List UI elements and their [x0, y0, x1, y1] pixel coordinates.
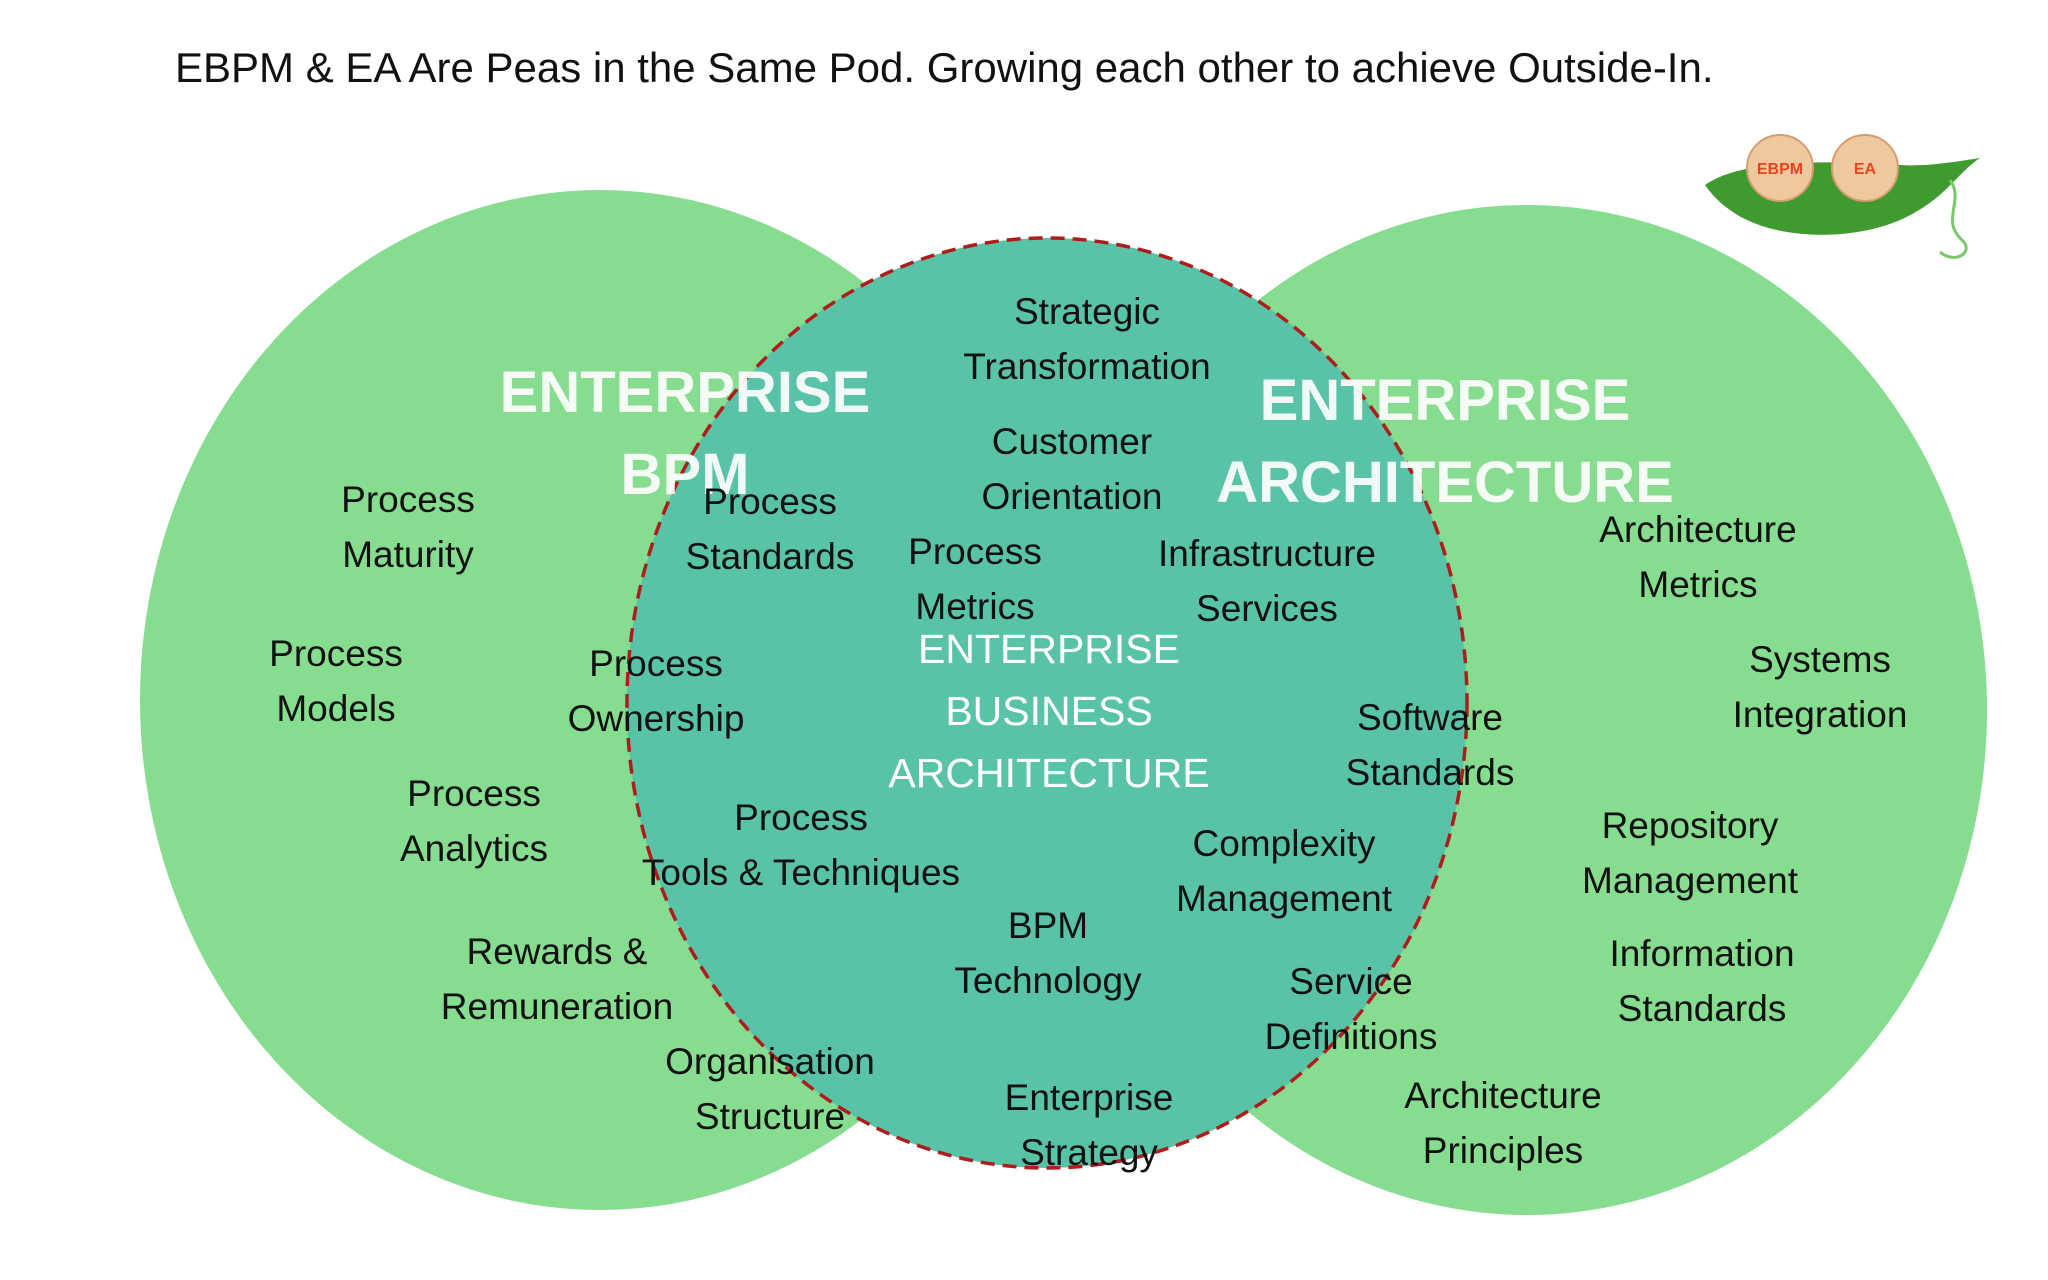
- label-rewards-remuneration-line-1: Rewards &: [466, 931, 648, 972]
- label-complexity-management-line-1: Complexity: [1192, 823, 1376, 864]
- heading-enterprise-business-architecture-line-3: ARCHITECTURE: [888, 750, 1210, 796]
- label-architecture-metrics-line-1: Architecture: [1599, 509, 1797, 550]
- label-repository-management-line-1: Repository: [1601, 805, 1779, 846]
- label-process-ownership-line-2: Ownership: [567, 698, 745, 739]
- label-strategic-transformation-line-1: Strategic: [1013, 291, 1160, 332]
- label-architecture-metrics-line-2: Metrics: [1638, 564, 1758, 605]
- label-process-metrics-line-2: Metrics: [915, 586, 1035, 627]
- heading-enterprise-business-architecture-line-2: BUSINESS: [945, 688, 1153, 734]
- label-process-standards-line-1: Process: [703, 481, 837, 522]
- dashed-circle-fill: [627, 238, 1467, 1168]
- heading-enterprise-bpm-line-2: BPM: [620, 442, 750, 507]
- label-organisation-structure-line-2: Structure: [694, 1096, 846, 1137]
- label-service-definitions-line-1: Service: [1289, 961, 1413, 1002]
- label-process-standards-line-2: Standards: [685, 536, 855, 577]
- label-systems-integration-line-2: Integration: [1732, 694, 1908, 735]
- heading-enterprise-architecture: ENTERPRISE ARCHITECTURE: [1216, 360, 1674, 524]
- label-organisation-structure-line-1: Organisation: [665, 1041, 875, 1082]
- label-process-tools-techniques-line-1: Process: [734, 797, 868, 838]
- dashed-circle-border: [625, 236, 1469, 1170]
- label-customer-orientation-line-2: Orientation: [981, 476, 1163, 517]
- label-repository-management-line-2: Management: [1582, 860, 1798, 901]
- heading-enterprise-architecture-line-2: ARCHITECTURE: [1216, 450, 1674, 515]
- heading-enterprise-business-architecture: ENTERPRISE BUSINESS ARCHITECTURE: [888, 618, 1209, 804]
- label-architecture-principles-line-1: Architecture: [1404, 1075, 1602, 1116]
- label-process-models-line-2: Models: [276, 688, 396, 729]
- pea-ea: [1831, 134, 1899, 202]
- label-enterprise-strategy-line-1: Enterprise: [1004, 1077, 1174, 1118]
- label-process-tools-techniques-line-2: Tools & Techniques: [641, 852, 961, 893]
- label-process-ownership-line-1: Process: [589, 643, 723, 684]
- label-strategic-transformation-line-2: Transformation: [963, 346, 1211, 387]
- pea-ebpm: [1746, 134, 1814, 202]
- label-process-analytics-line-1: Process: [407, 773, 541, 814]
- label-process-maturity-line-1: Process: [341, 479, 475, 520]
- label-enterprise-strategy-line-2: Strategy: [1020, 1132, 1158, 1173]
- label-infrastructure-services-line-1: Infrastructure: [1158, 533, 1376, 574]
- label-process-metrics-line-1: Process: [908, 531, 1042, 572]
- logo-ebpm-text: EBPM: [1757, 161, 1803, 178]
- label-bpm-technology: BPM Technology: [954, 898, 1141, 1008]
- label-service-definitions-line-2: Definitions: [1264, 1016, 1438, 1057]
- heading-enterprise-bpm-line-1: ENTERPRISE: [499, 360, 871, 425]
- label-systems-integration-line-1: Systems: [1749, 639, 1891, 680]
- label-rewards-remuneration: Rewards & Remuneration: [441, 924, 673, 1034]
- label-process-analytics-line-2: Analytics: [399, 828, 549, 869]
- label-customer-orientation-line-1: Customer: [991, 421, 1153, 462]
- heading-enterprise-architecture-line-1: ENTERPRISE: [1259, 368, 1631, 433]
- label-infrastructure-services-line-2: Services: [1196, 588, 1338, 629]
- pea-pod-logo: EBPM EA: [1705, 134, 1980, 259]
- label-information-standards-line-1: Information: [1609, 933, 1795, 974]
- logo-ea-text: EA: [1854, 161, 1877, 178]
- slide-title: EBPM & EA Are Peas in the Same Pod. Grow…: [175, 44, 1714, 91]
- heading-enterprise-bpm: ENTERPRISE BPM: [500, 352, 871, 516]
- pod-stem: [1939, 179, 1968, 259]
- label-bpm-technology-line-1: BPM: [1007, 905, 1089, 946]
- label-complexity-management-line-2: Management: [1176, 878, 1392, 919]
- heading-enterprise-business-architecture-line-1: ENTERPRISE: [918, 626, 1180, 672]
- label-architecture-principles-line-2: Principles: [1422, 1130, 1584, 1171]
- label-rewards-remuneration-line-2: Remuneration: [440, 986, 674, 1027]
- label-process-maturity-line-2: Maturity: [342, 534, 474, 575]
- label-information-standards-line-2: Standards: [1617, 988, 1787, 1029]
- label-process-models-line-1: Process: [269, 633, 403, 674]
- label-bpm-technology-line-2: Technology: [954, 960, 1142, 1001]
- label-software-standards-line-2: Standards: [1345, 752, 1515, 793]
- label-software-standards-line-1: Software: [1356, 697, 1504, 738]
